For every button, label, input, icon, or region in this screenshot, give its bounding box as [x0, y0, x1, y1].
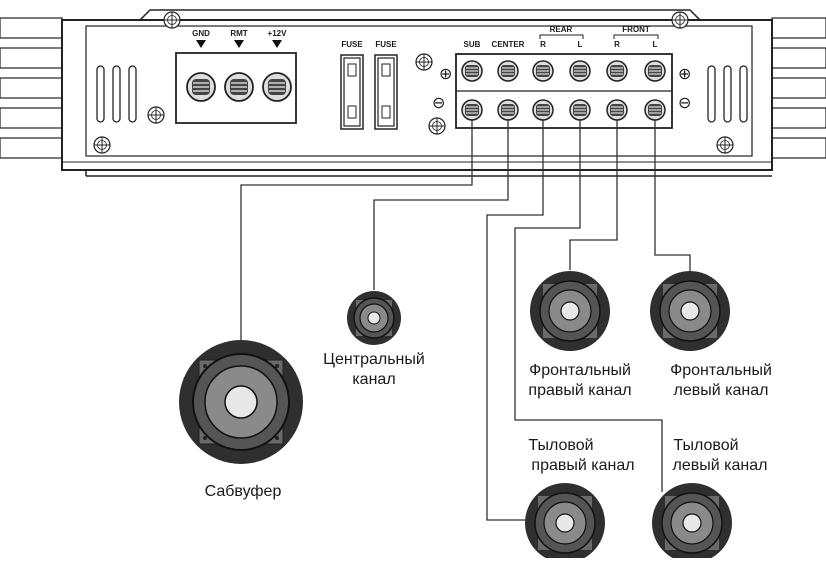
screw-icon [147, 106, 165, 124]
center-speaker [347, 291, 401, 345]
rear-r-minus-terminal [532, 99, 554, 121]
front-r-minus-terminal [606, 99, 628, 121]
sub-plus-terminal [461, 60, 483, 82]
wire-center [373, 120, 509, 290]
sub-label: SUB [464, 40, 481, 49]
vents-right [707, 65, 748, 123]
arrow-down-icon [196, 40, 206, 48]
front-group-label: FRONT [622, 25, 650, 34]
rear-right-speaker [525, 483, 605, 563]
front-right-label-line2: правый канал [528, 382, 631, 399]
front-r-label: R [614, 40, 620, 49]
front-left-label-line2: левый канал [674, 382, 769, 399]
fuses: FUSE FUSE [340, 40, 398, 130]
amplifier: GND RMT +12V FUSE FUSE [0, 9, 826, 177]
rear-right-label-line1: Тыловой [528, 437, 593, 454]
sub-minus-terminal [461, 99, 483, 121]
front-right-label-line1: Фронтальный [529, 362, 631, 379]
wire-rear-r [486, 120, 544, 521]
fuse-right [374, 54, 398, 130]
power-terminal-block: GND RMT +12V [175, 29, 297, 124]
rear-left-label-line1: Тыловой [673, 437, 738, 454]
center-label-line1: Центральный [323, 351, 425, 368]
fuse-left [340, 54, 364, 130]
screw-icon [428, 117, 446, 135]
fuse-label: FUSE [341, 40, 363, 49]
front-left-label-line1: Фронтальный [670, 362, 772, 379]
heatsink-left [0, 17, 63, 159]
front-l-plus-terminal [644, 60, 666, 82]
wires [240, 120, 691, 521]
screw-icon [671, 11, 689, 29]
front-r-plus-terminal [606, 60, 628, 82]
rear-group-label: REAR [550, 25, 573, 34]
center-label: CENTER [492, 40, 525, 49]
rear-l-label: L [578, 40, 583, 49]
rear-left-speaker [652, 483, 732, 563]
wire-rear-l [514, 120, 663, 492]
speaker-terminal-block: SUB CENTER R L R L REAR FRONT ⊕ ⊖ ⊕ [432, 25, 691, 129]
rear-l-minus-terminal [569, 99, 591, 121]
arrow-down-icon [234, 40, 244, 48]
rmt-label: RMT [230, 29, 247, 38]
gnd-label: GND [192, 29, 210, 38]
rear-l-plus-terminal [569, 60, 591, 82]
screw-icon [93, 136, 111, 154]
plus12v-label: +12V [268, 29, 288, 38]
minus-icon: ⊖ [678, 95, 691, 112]
screw-icon [415, 53, 433, 71]
rear-r-plus-terminal [532, 60, 554, 82]
plus12v-terminal [262, 72, 292, 102]
wire-front-r [569, 120, 618, 270]
minus-icon: ⊖ [432, 95, 445, 112]
subwoofer-label: Сабвуфер [205, 483, 282, 500]
front-l-label: L [653, 40, 658, 49]
rear-left-label-line2: левый канал [673, 457, 768, 474]
plus-icon: ⊕ [439, 66, 452, 83]
rear-r-label: R [540, 40, 546, 49]
gnd-terminal [186, 72, 216, 102]
screw-icon [163, 11, 181, 29]
rmt-terminal [224, 72, 254, 102]
screw-icon [716, 136, 734, 154]
heatsink-right [771, 17, 826, 159]
plus-icon: ⊕ [678, 66, 691, 83]
vents-left [96, 65, 137, 123]
front-right-speaker [530, 271, 610, 351]
wire-front-l [654, 120, 691, 275]
center-plus-terminal [497, 60, 519, 82]
arrow-down-icon [272, 40, 282, 48]
wire-sub [240, 120, 473, 355]
rear-right-label-line2: правый канал [531, 457, 634, 474]
center-minus-terminal [497, 99, 519, 121]
fuse-label: FUSE [375, 40, 397, 49]
front-l-minus-terminal [644, 99, 666, 121]
front-left-speaker [650, 271, 730, 351]
center-label-line2: канал [352, 371, 395, 388]
subwoofer-speaker [179, 340, 303, 464]
